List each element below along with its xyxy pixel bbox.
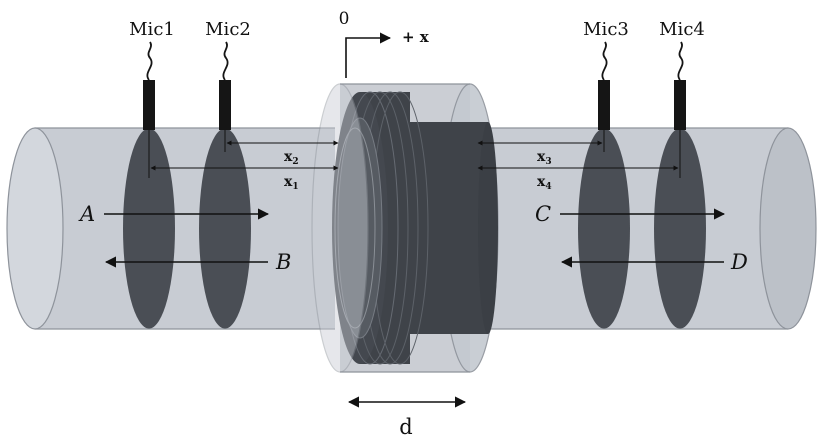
mic4-plane — [654, 128, 706, 329]
origin-zero-label: 0 — [339, 9, 350, 29]
distance-x3: x3 — [477, 140, 603, 167]
x3-label: x — [537, 149, 546, 165]
wave-d: D — [560, 250, 748, 274]
wave-a: A — [78, 202, 270, 226]
right-tube-end — [759, 127, 817, 330]
mic4 — [674, 41, 686, 130]
svg-text:x4: x4 — [537, 174, 552, 192]
x4-subscript: 4 — [545, 182, 551, 192]
x1-subscript: 1 — [292, 182, 298, 192]
distance-x4: x4 — [477, 165, 679, 192]
sample-length: d — [347, 396, 467, 439]
mic2 — [219, 41, 231, 130]
wave-c: C — [535, 202, 726, 226]
x4-label: x — [537, 174, 546, 190]
mic1-label: Mic1 — [129, 19, 175, 40]
left-tube — [6, 127, 335, 330]
mic4-label: Mic4 — [659, 19, 705, 40]
mic3-plane — [578, 128, 630, 329]
x2-subscript: 2 — [292, 157, 298, 167]
distance-x2: x2 — [226, 140, 339, 167]
plus-x-label: + x — [402, 28, 430, 46]
origin-marker: 0 + x — [339, 9, 430, 78]
svg-text:x2: x2 — [284, 149, 299, 167]
left-tube-open-end — [6, 127, 64, 330]
sample-holder — [311, 83, 499, 373]
wave-b: B — [104, 250, 291, 274]
mic1-plane — [123, 128, 175, 329]
mic1 — [143, 41, 155, 130]
wave-d-label: D — [730, 250, 748, 274]
wave-a-label: A — [78, 202, 95, 226]
svg-text:x3: x3 — [537, 149, 552, 167]
mic2-plane — [199, 128, 251, 329]
x2-label: x — [284, 149, 293, 165]
mic2-label: Mic2 — [205, 19, 251, 40]
sample-length-label: d — [399, 415, 412, 439]
wave-b-label: B — [275, 250, 291, 274]
svg-text:x1: x1 — [284, 174, 299, 192]
x3-subscript: 3 — [545, 157, 551, 167]
right-tube — [470, 127, 817, 330]
distance-x1: x1 — [150, 165, 339, 192]
wave-c-label: C — [535, 202, 551, 226]
x1-label: x — [284, 174, 293, 190]
mic3-label: Mic3 — [583, 19, 629, 40]
mic3 — [598, 41, 610, 130]
